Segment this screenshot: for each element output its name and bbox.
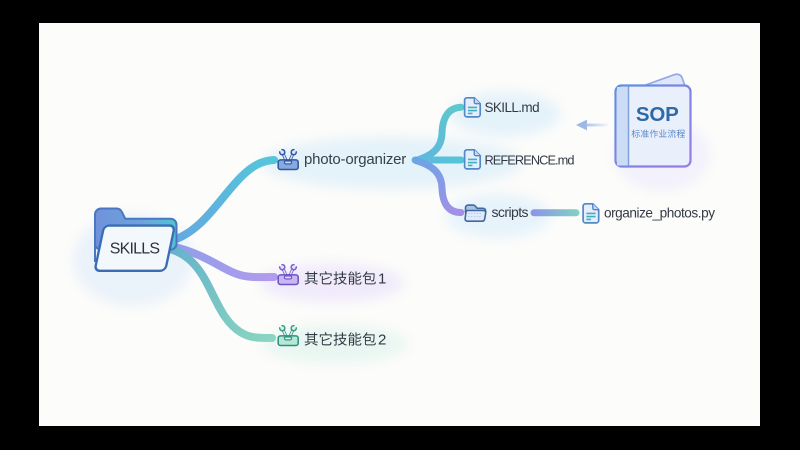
svg-text:scripts: scripts [492, 204, 529, 220]
svg-text:organize_photos.py: organize_photos.py [604, 206, 715, 221]
svg-text:2: 2 [378, 332, 386, 349]
svg-text:1: 1 [378, 271, 386, 288]
svg-text:SKILLS: SKILLS [110, 241, 160, 258]
svg-text:SKILL.md: SKILL.md [485, 100, 540, 115]
svg-text:SOP: SOP [636, 103, 679, 126]
svg-text:photo-organizer: photo-organizer [304, 151, 406, 168]
svg-text:REFERENCE.md: REFERENCE.md [485, 152, 575, 167]
